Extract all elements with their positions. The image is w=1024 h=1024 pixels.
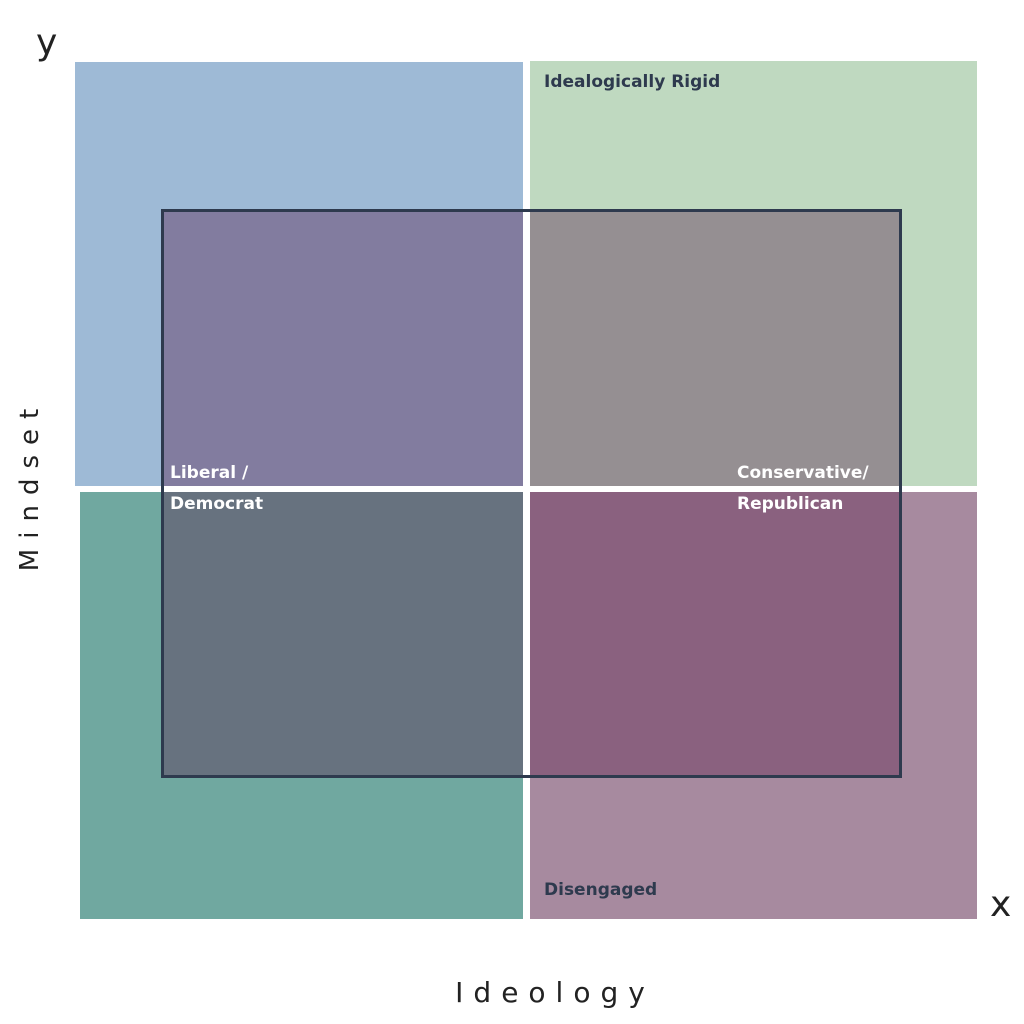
overlay-border: [161, 209, 902, 778]
x-axis-letter: x: [990, 884, 1012, 925]
overlay-bottom-left: [162, 492, 523, 775]
y-axis-label: Mindset: [15, 398, 45, 572]
label-idealogically-rigid: Idealogically Rigid: [544, 72, 721, 92]
label-disengaged: Disengaged: [544, 880, 658, 900]
y-axis-letter: y: [36, 22, 58, 63]
label-conservative: Conservative/: [737, 463, 869, 483]
overlay-bottom-right: [530, 492, 899, 775]
divider-horizontal: [164, 486, 897, 492]
x-axis-label: Ideology: [455, 976, 655, 1009]
overlay-top-right: [530, 210, 899, 486]
overlay-top-left: [162, 210, 523, 486]
label-republican: Republican: [737, 494, 844, 514]
label-democrat: Democrat: [170, 494, 264, 514]
divider-vertical: [523, 212, 530, 773]
label-liberal: Liberal /: [170, 463, 249, 483]
